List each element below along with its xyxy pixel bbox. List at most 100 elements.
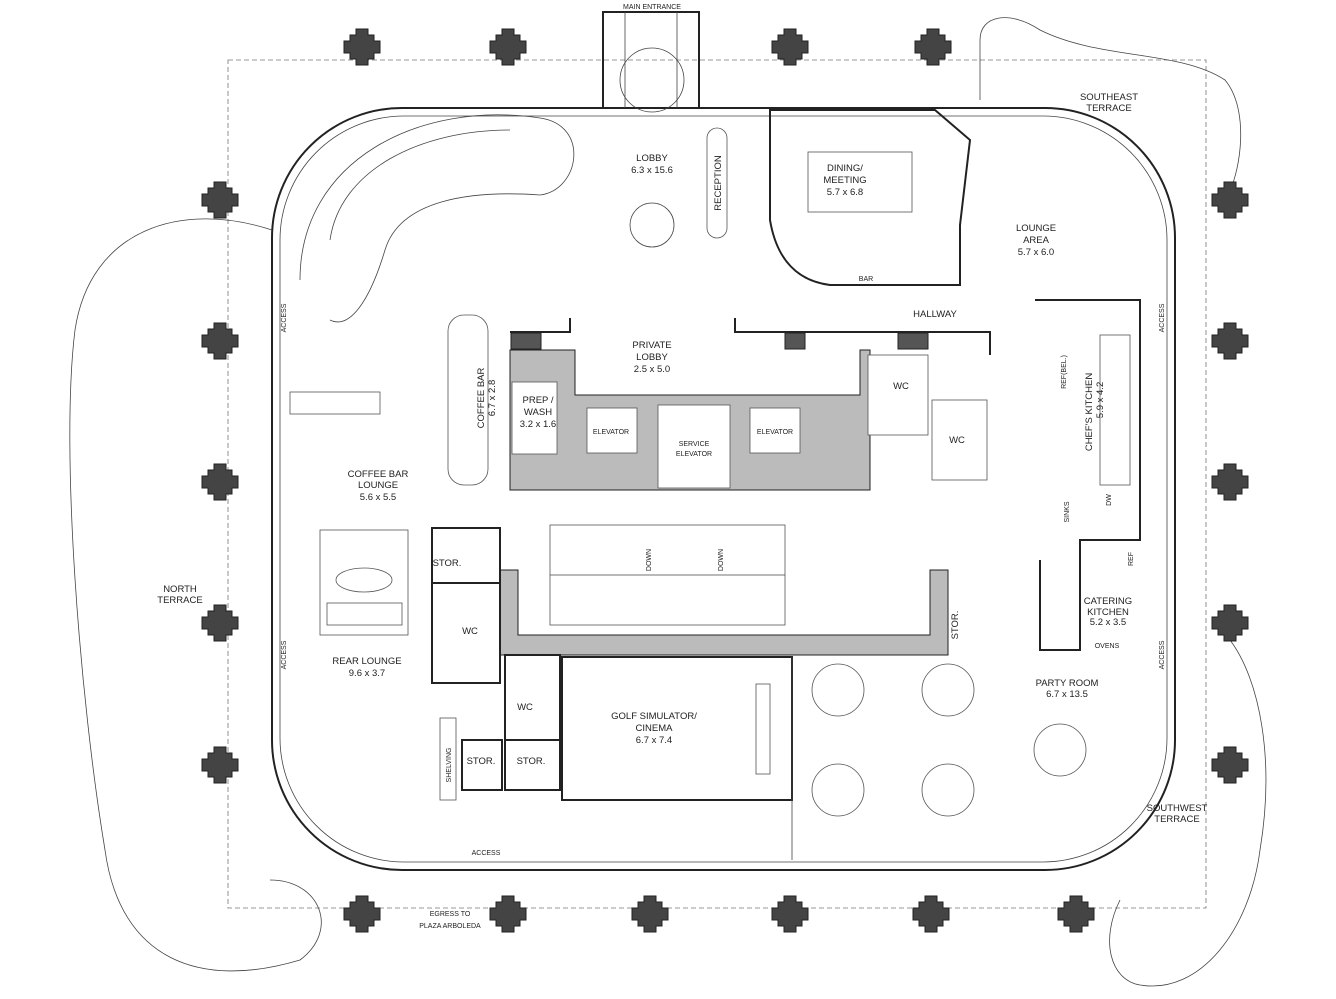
column bbox=[1211, 604, 1249, 642]
shelving-unit bbox=[439, 717, 457, 801]
building-inner-wall bbox=[279, 115, 1168, 863]
round-table[interactable] bbox=[1033, 723, 1087, 777]
coffee-bar-lounge-table[interactable] bbox=[289, 391, 381, 415]
rear-lounge-label: REAR LOUNGE bbox=[332, 656, 401, 667]
shelving-label: SHELVING bbox=[446, 748, 453, 783]
column bbox=[489, 895, 527, 933]
prep-wash-label: PREP / bbox=[523, 395, 554, 406]
reception-desk bbox=[706, 127, 728, 239]
service-elevator-label-2: ELEVATOR bbox=[676, 451, 712, 458]
prep-wash-room bbox=[511, 381, 558, 455]
stor-room-1 bbox=[431, 527, 501, 584]
column bbox=[914, 28, 952, 66]
party-room-tables bbox=[811, 663, 1087, 817]
elevator-2[interactable] bbox=[749, 407, 801, 454]
wc-4-label: WC bbox=[517, 702, 533, 713]
column bbox=[1211, 181, 1249, 219]
dw-label: DW bbox=[1106, 494, 1113, 506]
wc-3-label: WC bbox=[462, 626, 478, 637]
southeast-terrace-outline bbox=[979, 17, 1242, 191]
private-lobby-label-2: LOBBY bbox=[636, 352, 668, 363]
party-room-label: PARTY ROOM bbox=[1036, 678, 1099, 689]
private-lobby-label: PRIVATE bbox=[632, 340, 671, 351]
catering-kitchen-label-2: KITCHEN bbox=[1087, 607, 1129, 618]
lobby-dims: 6.3 x 15.6 bbox=[631, 165, 673, 176]
stor-room-3 bbox=[461, 739, 503, 791]
ovens-label: OVENS bbox=[1095, 643, 1120, 650]
egress-label: EGRESS TO bbox=[430, 911, 471, 918]
southeast-terrace-label-2: TERRACE bbox=[1086, 103, 1131, 114]
coffee-bar-lounge-label-2: LOUNGE bbox=[358, 480, 398, 491]
column bbox=[201, 322, 239, 360]
north-terrace-label-2: TERRACE bbox=[157, 595, 202, 606]
column bbox=[201, 746, 239, 784]
coffee-bar-counter bbox=[447, 314, 489, 486]
round-table[interactable] bbox=[811, 763, 865, 817]
round-table[interactable] bbox=[921, 663, 975, 717]
access-label-ne: ACCESS bbox=[1159, 303, 1166, 332]
column bbox=[201, 604, 239, 642]
down-1-label: DOWN bbox=[646, 549, 653, 571]
dining-label: DINING/ bbox=[827, 163, 863, 174]
stair-hall-wall bbox=[499, 569, 949, 656]
catering-kitchen-label: CATERING bbox=[1084, 596, 1132, 607]
private-lobby-dims: 2.5 x 5.0 bbox=[634, 364, 670, 375]
access-label-e: ACCESS bbox=[1159, 640, 1166, 669]
lobby-label: LOBBY bbox=[636, 153, 668, 164]
golf-dims: 6.7 x 7.4 bbox=[636, 735, 672, 746]
bar-label: BAR bbox=[859, 276, 873, 283]
southwest-terrace-outline bbox=[1109, 639, 1267, 987]
catering-kitchen-dims: 5.2 x 3.5 bbox=[1090, 617, 1126, 628]
chefs-kitchen-wall bbox=[1035, 299, 1141, 651]
wc-2-label: WC bbox=[949, 435, 965, 446]
stor-3-label: STOR. bbox=[467, 756, 496, 767]
structural-columns bbox=[201, 28, 1249, 933]
rear-lounge-dims: 9.6 x 3.7 bbox=[349, 668, 385, 679]
service-elevator-label: SERVICE bbox=[679, 441, 710, 448]
main-entrance-label: MAIN ENTRANCE bbox=[623, 4, 681, 11]
rear-lounge-sofa[interactable] bbox=[326, 602, 403, 626]
spiral-staircase[interactable] bbox=[299, 114, 575, 323]
sinks-label: SINKS bbox=[1064, 501, 1071, 522]
rear-lounge-table[interactable] bbox=[335, 567, 393, 593]
round-table[interactable] bbox=[921, 763, 975, 817]
column bbox=[343, 28, 381, 66]
lobby-feature bbox=[629, 202, 675, 248]
wc-2-room bbox=[931, 399, 988, 481]
stor-room-4 bbox=[504, 739, 561, 791]
stor-2-label: STOR. bbox=[950, 611, 961, 640]
wc-3-room bbox=[431, 582, 501, 684]
dining-table[interactable] bbox=[807, 151, 913, 213]
golf-label-2: CINEMA bbox=[636, 723, 674, 734]
dining-room-wall bbox=[769, 109, 972, 286]
main-entrance-vestibule bbox=[602, 11, 700, 113]
dining-label-2: MEETING bbox=[823, 175, 866, 186]
elevator-1[interactable] bbox=[586, 407, 638, 454]
down-2-label: DOWN bbox=[718, 549, 725, 571]
column bbox=[201, 463, 239, 501]
chefs-kitchen-dims: 5.9 x 4.2 bbox=[1095, 382, 1106, 418]
building-outer-wall bbox=[271, 107, 1176, 871]
round-table[interactable] bbox=[811, 663, 865, 717]
elevator-2-label: ELEVATOR bbox=[757, 429, 793, 436]
column bbox=[1057, 895, 1095, 933]
column bbox=[771, 28, 809, 66]
wc-1-label: WC bbox=[893, 381, 909, 392]
column bbox=[771, 895, 809, 933]
chefs-kitchen-island bbox=[1099, 334, 1131, 486]
prep-wash-label-2: WASH bbox=[524, 407, 552, 418]
egress-label-2: PLAZA ARBOLEDA bbox=[419, 923, 481, 930]
stor-4-label: STOR. bbox=[517, 756, 546, 767]
coffee-bar-dims: 6.7 x 2.8 bbox=[487, 380, 498, 416]
service-elevator[interactable] bbox=[657, 404, 731, 489]
southwest-terrace-label-2: TERRACE bbox=[1154, 814, 1199, 825]
north-terrace-outline bbox=[69, 218, 322, 972]
golf-screen bbox=[755, 683, 771, 775]
reception-label: RECEPTION bbox=[713, 155, 724, 211]
access-label-w: ACCESS bbox=[281, 640, 288, 669]
southeast-terrace-label: SOUTHEAST bbox=[1080, 92, 1138, 103]
coffee-bar-label: COFFEE BAR bbox=[476, 368, 487, 429]
lounge-area-label-2: AREA bbox=[1023, 235, 1050, 246]
ref-label: REF bbox=[1128, 552, 1135, 566]
